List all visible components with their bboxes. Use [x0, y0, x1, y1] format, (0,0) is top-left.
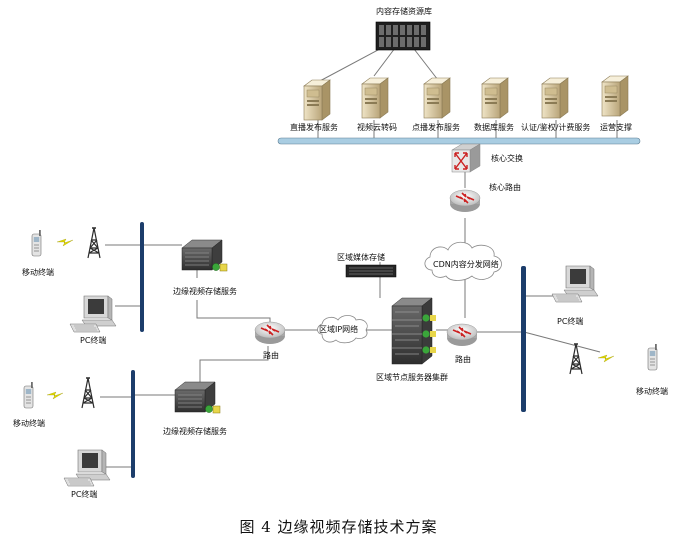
auth-billing-label: 认证/鉴权/计费服务 — [521, 122, 590, 132]
signal-bolt-tl — [56, 238, 74, 247]
core-switch-label: 核心交换 — [491, 153, 523, 163]
region-ip-cloud — [317, 315, 368, 344]
pc-bl-label: PC终端 — [71, 489, 97, 499]
live-publish-label: 直播发布服务 — [290, 122, 338, 132]
bottom-left-access-bus — [131, 370, 135, 478]
region-media-storage — [345, 264, 397, 278]
mobile-terminal-right — [647, 343, 658, 371]
core-router-label: 核心路由 — [489, 182, 521, 192]
region-node-cluster-label: 区域节点服务器集群 — [376, 372, 448, 382]
auth-billing-server — [541, 77, 569, 119]
pc-terminal-bl — [63, 449, 111, 487]
mobile-terminal-bl — [23, 381, 34, 409]
video-transcode-label: 视频云转码 — [357, 122, 397, 132]
live-publish-server — [303, 79, 331, 121]
database-label: 数据库服务 — [474, 122, 514, 132]
core-switch — [451, 143, 481, 173]
signal-bolt-right — [597, 354, 615, 363]
edge-storage-top-label: 边缘视频存储服务 — [173, 286, 237, 296]
video-transcode-server — [361, 77, 389, 119]
vod-publish-label: 点播发布服务 — [412, 122, 460, 132]
operation-server — [601, 75, 629, 117]
database-server — [481, 77, 509, 119]
mobile-right-label: 移动终端 — [636, 386, 668, 396]
edge-storage-server-bottom — [174, 381, 221, 414]
cell-tower-tl — [87, 227, 101, 259]
mobile-terminal-tl — [31, 229, 42, 257]
router-left-label: 路由 — [263, 350, 279, 360]
region-ip-network-label: 区域IP网络 — [319, 324, 358, 334]
pc-tl-label: PC终端 — [80, 335, 106, 345]
pc-terminal-tl — [69, 295, 117, 333]
pc-right-label: PC终端 — [557, 316, 583, 326]
region-router-right — [446, 323, 478, 347]
cdn-label: CDN内容分发网络 — [433, 259, 499, 269]
core-router — [449, 189, 481, 213]
cell-tower-bl — [81, 377, 95, 409]
mobile-bl-label: 移动终端 — [13, 418, 45, 428]
edge-storage-bottom-label: 边缘视频存储服务 — [163, 426, 227, 436]
top-left-access-bus — [140, 222, 144, 332]
edge-storage-server-top — [181, 239, 228, 272]
mobile-tl-label: 移动终端 — [22, 267, 54, 277]
links — [100, 35, 618, 468]
figure-caption: 图 4 边缘视频存储技术方案 — [239, 518, 438, 536]
core-backbone-bar — [277, 137, 641, 145]
router-right-label: 路由 — [455, 354, 471, 364]
signal-bolt-bl — [46, 391, 64, 400]
vod-publish-server — [423, 77, 451, 119]
region-node-cluster — [391, 297, 436, 365]
content-repository-server — [375, 21, 431, 51]
region-router-left — [254, 321, 286, 345]
repo-label: 内容存储资源库 — [376, 6, 432, 16]
region-media-storage-label: 区域媒体存储 — [337, 252, 385, 262]
cdn-cloud — [424, 241, 502, 281]
cell-tower-right — [569, 343, 583, 375]
right-access-bus — [521, 266, 526, 412]
pc-terminal-right — [551, 265, 599, 303]
operation-label: 运营支撑 — [600, 122, 632, 132]
